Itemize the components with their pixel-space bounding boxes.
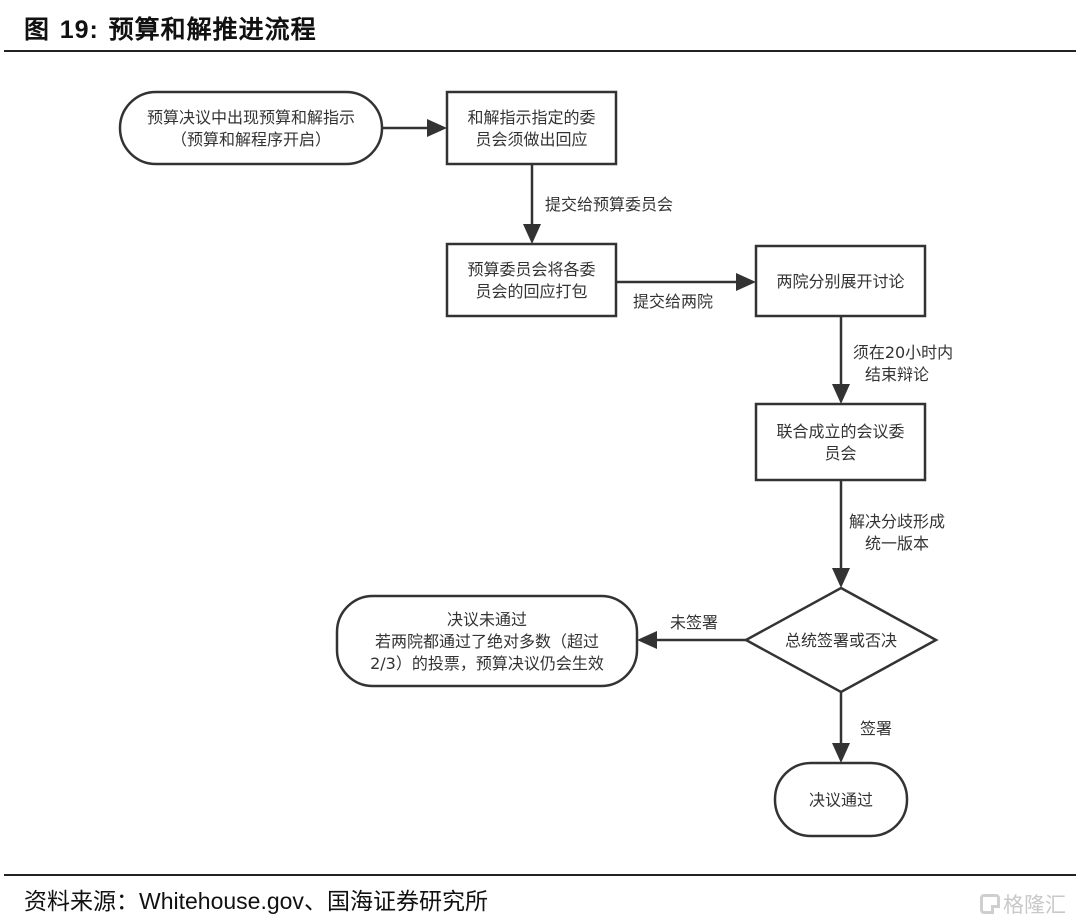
watermark-logo-icon xyxy=(980,894,1000,914)
edge-label: 须在20小时内 xyxy=(853,343,953,362)
node-terminal-not-passed xyxy=(335,594,639,688)
watermark: 格隆汇 xyxy=(980,889,1066,919)
node-terminal-start xyxy=(118,90,384,166)
node-process-budget-committee xyxy=(445,242,618,318)
node-label: 预算决议中出现预算和解指示 xyxy=(147,108,355,127)
arrowhead-icon xyxy=(637,631,657,649)
node-label: 两院分别展开讨论 xyxy=(776,272,904,291)
arrowhead-icon xyxy=(832,568,850,588)
source-note: 资料来源：Whitehouse.gov、国海证券研究所 xyxy=(24,882,488,916)
node-label: 决议通过 xyxy=(809,791,873,810)
edge-label: 未签署 xyxy=(670,613,718,632)
node-label: 员会 xyxy=(824,444,856,463)
node-label: 和解指示指定的委 xyxy=(467,108,595,127)
source-site: Whitehouse.gov xyxy=(139,888,304,914)
edge-label: 解决分歧形成 xyxy=(849,512,945,531)
node-label: 员会的回应打包 xyxy=(475,282,587,301)
figure-label: 图 xyxy=(24,15,51,44)
figure-title-text: 预算和解推进流程 xyxy=(108,15,317,44)
edge-label: 提交给两院 xyxy=(633,292,713,311)
arrowhead-icon xyxy=(832,384,850,404)
figure-number: 19: xyxy=(59,16,99,44)
node-label: （预算和解程序开启） xyxy=(171,130,331,149)
edge-label: 结束辩论 xyxy=(865,365,929,384)
bottom-divider xyxy=(4,874,1076,876)
node-process-conference xyxy=(754,402,927,482)
node-label: 联合成立的会议委 xyxy=(776,422,904,441)
node-label: 2/3）的投票，预算决议仍会生效 xyxy=(370,654,604,673)
node-label: 总统签署或否决 xyxy=(785,631,897,650)
node-label: 预算委员会将各委 xyxy=(467,260,595,279)
arrowhead-icon xyxy=(736,273,756,291)
node-label: 员会须做出回应 xyxy=(475,130,587,149)
figure-title: 图 19: 预算和解推进流程 xyxy=(24,10,317,46)
source-rest: 、国海证券研究所 xyxy=(303,889,488,915)
edge-label: 统一版本 xyxy=(865,534,929,553)
edge-label: 提交给预算委员会 xyxy=(545,195,673,214)
watermark-text: 格隆汇 xyxy=(1003,893,1066,917)
node-label: 若两院都通过了绝对多数（超过 xyxy=(375,632,599,651)
top-divider xyxy=(4,50,1076,52)
arrowhead-icon xyxy=(523,224,541,244)
source-label: 资料来源： xyxy=(24,889,139,915)
node-process-committees xyxy=(445,90,618,166)
arrowhead-icon xyxy=(832,743,850,763)
node-label: 决议未通过 xyxy=(447,610,527,629)
edge-label: 签署 xyxy=(860,719,892,738)
arrowhead-icon xyxy=(427,119,447,137)
